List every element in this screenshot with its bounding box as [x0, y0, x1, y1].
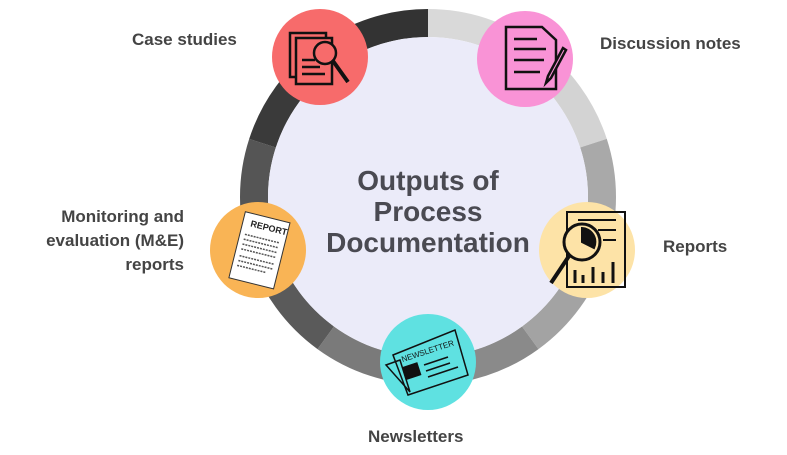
- document-pencil-icon: [504, 25, 568, 91]
- report-document-icon: REPORT: [228, 211, 291, 290]
- newsletters-node: NEWSLETTER: [380, 314, 476, 410]
- label-line: reports: [125, 255, 184, 274]
- me-reports-node: REPORT: [210, 202, 306, 298]
- title-line: Outputs of: [357, 165, 499, 196]
- label-line: evaluation (M&E): [46, 231, 184, 250]
- label-me-reports: Monitoring and evaluation (M&E) reports: [20, 205, 184, 277]
- reports-node: [539, 202, 635, 298]
- label-line: Monitoring and: [61, 207, 184, 226]
- report-chart-magnifier-icon: [549, 211, 626, 288]
- label-reports: Reports: [663, 237, 728, 256]
- case-studies-node: [272, 9, 368, 105]
- label-case-studies: Case studies: [132, 30, 237, 49]
- discussion-notes-node: [477, 11, 573, 107]
- label-discussion-notes: Discussion notes: [600, 34, 741, 53]
- center-circle: [268, 37, 588, 357]
- diagram-title: Outputs of Process Documentation: [308, 165, 548, 258]
- case-study-magnifier-icon: [288, 31, 350, 86]
- label-newsletters: Newsletters: [368, 427, 464, 446]
- title-line: Documentation: [326, 227, 530, 258]
- title-line: Process: [373, 196, 483, 227]
